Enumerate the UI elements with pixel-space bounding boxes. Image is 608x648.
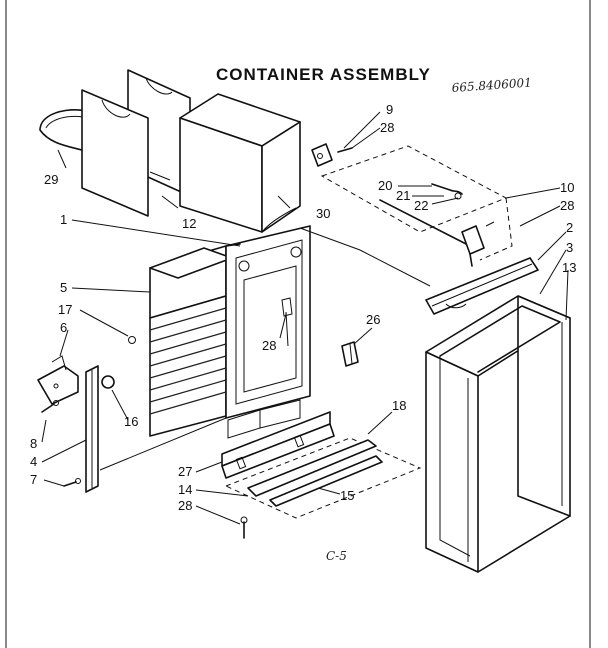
part-20-22-rod-spring [379,183,495,267]
page-code: C-5 [326,549,347,563]
callout-30: 30 [316,206,330,221]
part-9-bracket [311,143,353,167]
diagram-title: CONTAINER ASSEMBLY [216,65,431,84]
callout-28-top: 28 [380,120,394,135]
callout-8: 8 [30,436,37,451]
part-14-15-tray-runners [247,439,383,507]
callout-12: 12 [182,216,196,231]
callout-13: 13 [562,260,576,275]
rod-assembly-outline-2 [479,197,513,261]
callout-5: 5 [60,280,67,295]
callout-7: 7 [30,472,37,487]
tray-outline [224,437,422,519]
callout-16: 16 [124,414,138,429]
callout-28-bottom: 28 [178,498,192,513]
model-number: 665.8406001 [451,75,532,95]
part-27-bottom-tray [221,411,335,479]
part-26-clip [341,341,359,367]
callout-1: 1 [60,212,67,227]
callout-14: 14 [178,482,192,497]
callout-4-left: 4 [30,454,37,469]
callout-15: 15 [340,488,354,503]
part-3-13-cabinet-shell [425,295,571,573]
callout-21: 21 [396,188,410,203]
callout-2: 2 [566,220,573,235]
callout-3: 3 [566,240,573,255]
part-17-screw [128,336,136,344]
callout-28-right: 28 [560,198,574,213]
part-16-knob [101,375,115,389]
part-7-screw [63,478,81,487]
rod-assembly-outline [320,145,508,233]
callout-28-mid: 28 [262,338,276,353]
callout-17: 17 [58,302,72,317]
callout-22: 22 [414,198,428,213]
callout-18: 18 [392,398,406,413]
callout-26: 26 [366,312,380,327]
callout-9: 9 [386,102,393,117]
leader-lines [41,111,569,525]
part-6-hinge [37,355,79,405]
part-8-screw [41,400,59,413]
part-2-rail [425,257,539,315]
part-12-bags [81,69,191,217]
part-28-bottom-screw [240,516,248,539]
callout-27: 27 [178,464,192,479]
part-30-box-liner [179,93,301,233]
callout-10: 10 [560,180,574,195]
part-5-container-body [149,225,311,439]
callout-29: 29 [44,172,58,187]
part-4-side-bar [85,365,99,493]
callout-6: 6 [60,320,67,335]
callout-20: 20 [378,178,392,193]
